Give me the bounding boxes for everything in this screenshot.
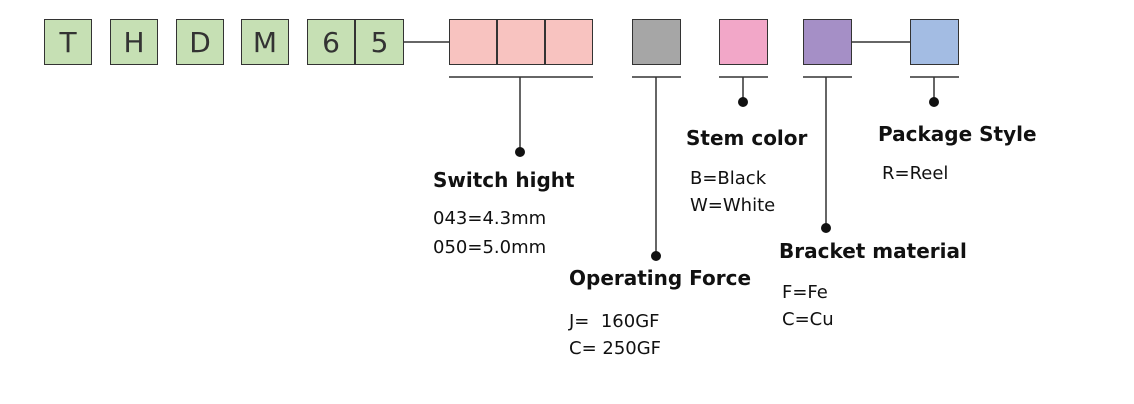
stem-color-option: W=White (690, 195, 776, 216)
code-letter-box: 5 (355, 19, 404, 65)
package-style-option: R=Reel (882, 163, 949, 184)
switch-height-option: 050=5.0mm (433, 237, 547, 258)
code-letter-box: T (44, 19, 92, 65)
operating-force-option: C= 250GF (569, 338, 662, 359)
bracket-material-option: F=Fe (782, 282, 828, 303)
switch-height-option: 043=4.3mm (433, 208, 547, 229)
code-letter: H (123, 25, 145, 59)
code-letter: M (252, 25, 278, 59)
operating-force-title: Operating Force (569, 266, 752, 290)
operating-force-box (632, 19, 681, 65)
stem-color-option: B=Black (690, 168, 767, 189)
package-style-title: Package Style (878, 122, 1037, 146)
code-letter: T (59, 25, 77, 59)
stem-color-title: Stem color (686, 126, 808, 150)
switch-height-box (497, 19, 545, 65)
code-letter-box: M (241, 19, 289, 65)
switch-height-title: Switch hight (433, 168, 575, 192)
bracket-material-option: C=Cu (782, 309, 834, 330)
code-letter-box: D (176, 19, 224, 65)
stem-color-box (719, 19, 768, 65)
code-letter: 5 (370, 25, 389, 59)
switch-height-box (449, 19, 497, 65)
bracket-material-title: Bracket material (779, 239, 967, 263)
code-letter-box: H (110, 19, 158, 65)
operating-force-option: J= 160GF (569, 311, 660, 332)
bracket-material-box (803, 19, 852, 65)
switch-height-box (545, 19, 593, 65)
code-letter: D (189, 25, 211, 59)
code-letter: 6 (322, 25, 340, 59)
package-style-box (910, 19, 959, 65)
code-letter-box: 6 (307, 19, 355, 65)
